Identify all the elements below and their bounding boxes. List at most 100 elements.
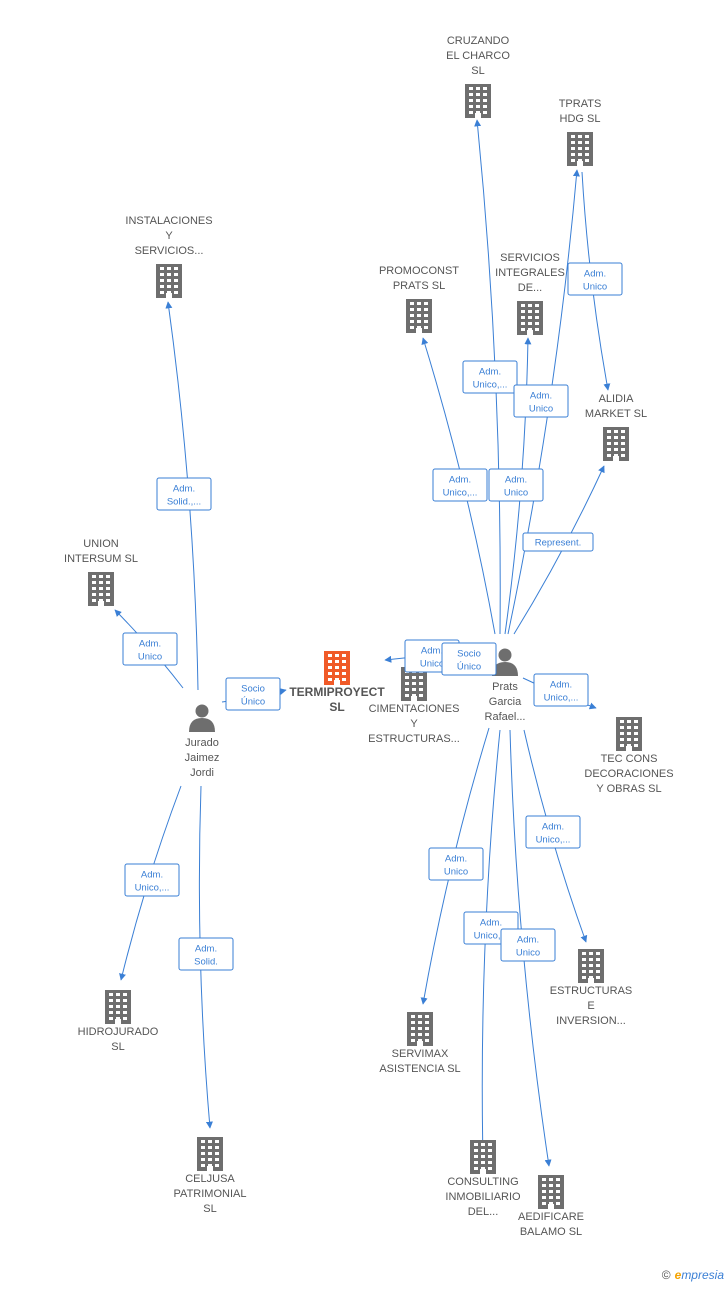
edge-label-box	[441, 642, 497, 676]
edge-label-line: Unico,...	[474, 931, 509, 942]
node-label-line: SERVIMAX	[392, 1048, 449, 1060]
node-instalaciones[interactable]: INSTALACIONESYSERVICIOS...	[125, 215, 213, 298]
edge-label-line: Unico	[516, 948, 540, 959]
edge-label-prats-servimax[interactable]: Adm.Unico	[428, 847, 484, 881]
edge-label-box	[488, 468, 544, 502]
building-icon	[465, 84, 491, 118]
building-icon	[156, 264, 182, 298]
building-icon	[517, 301, 543, 335]
edge-label-line: Unico	[529, 404, 553, 415]
edge-label-jurado-celjusa[interactable]: Adm.Solid.	[178, 937, 234, 971]
node-label-line: Jordi	[190, 767, 214, 779]
building-icon	[324, 651, 350, 685]
node-label-line: INTERSUM SL	[64, 553, 138, 565]
building-icon	[406, 299, 432, 333]
edge-label-prats-tec[interactable]: Adm.Unico,...	[533, 673, 589, 707]
node-servicios[interactable]: SERVICIOS INTEGRALES DE...	[495, 252, 565, 335]
edge-label-line: Único	[457, 662, 481, 673]
brand-logo-text: mpresia	[681, 1268, 724, 1282]
edge-label-line: Adm.	[480, 918, 502, 929]
node-union[interactable]: UNION INTERSUM SL	[64, 538, 138, 606]
edge-label-prats-aedificare[interactable]: Adm.Unico	[500, 928, 556, 962]
node-label-line: SL	[111, 1041, 124, 1053]
node-label-line: SERVICIOS	[500, 252, 560, 264]
edge-label-box	[178, 937, 234, 971]
node-label-line: INMOBILIARIO	[445, 1191, 521, 1203]
building-icon	[197, 1137, 223, 1171]
edge-label-line: Unico,...	[135, 883, 170, 894]
edge-label-line: Unico	[504, 488, 528, 499]
node-label-line: DEL...	[468, 1206, 499, 1218]
node-label-line: SERVICIOS...	[135, 245, 204, 257]
edge-label-prats-estructuras[interactable]: Adm.Unico,...	[525, 815, 581, 849]
node-prats[interactable]: PratsGarciaRafael...	[485, 648, 526, 724]
node-consulting[interactable]: CONSULTINGINMOBILIARIODEL...	[445, 1140, 521, 1218]
edge-label-jurado-instalaciones[interactable]: Adm.Solid.,...	[156, 477, 212, 511]
edge-label-box	[513, 384, 569, 418]
node-cimentaciones[interactable]: CIMENTACIONESYESTRUCTURAS...	[368, 667, 460, 745]
edge-label-prats-promoconst[interactable]: Adm. Unico,...	[432, 468, 488, 502]
node-label-line: EL CHARCO	[446, 50, 510, 62]
edge-label-box	[432, 468, 488, 502]
edge-labels-layer: SocioÚnicoAdm.Solid.,...Adm.UnicoAdm.Uni…	[122, 262, 623, 971]
node-label-line: CIMENTACIONES	[369, 703, 460, 715]
node-label-line: DE...	[518, 282, 542, 294]
node-label-line: ESTRUCTURAS...	[368, 733, 460, 745]
edge-label-prats-tprats[interactable]: Adm.Unico	[513, 384, 569, 418]
edge-label-jurado-union[interactable]: Adm.Unico	[122, 632, 178, 666]
node-label-line: INTEGRALES	[495, 267, 565, 279]
edge-label-box	[428, 847, 484, 881]
node-label-line: PATRIMONIAL	[174, 1188, 247, 1200]
node-label-line: SL	[203, 1203, 216, 1215]
edge-label-box	[567, 262, 623, 296]
node-label-line: INSTALACIONES	[125, 215, 212, 227]
node-label-line: DECORACIONES	[584, 768, 673, 780]
edge-label-line: Solid.	[194, 957, 218, 968]
node-label-line: Jurado	[185, 737, 219, 749]
edge-label-line: Adm.	[421, 646, 443, 657]
edge-label-line: Unico	[583, 282, 607, 293]
node-label-line: TPRATS	[559, 98, 602, 110]
node-label-line: PROMOCONST	[379, 265, 459, 277]
node-estructuras[interactable]: ESTRUCTURASEINVERSION...	[550, 949, 633, 1027]
edge-label-tprats-alidia[interactable]: Adm. Unico	[567, 262, 623, 296]
edge-label-line: Adm.	[505, 475, 527, 486]
edge-label-line: Unico,...	[473, 380, 508, 391]
node-label-line: UNION	[83, 538, 119, 550]
edge-label-line: Adm.	[479, 367, 501, 378]
edge-label-prats-alidia[interactable]: Represent.	[522, 532, 594, 552]
edge-label-line: Adm.	[550, 680, 572, 691]
building-icon	[603, 427, 629, 461]
edge-label-box	[533, 673, 589, 707]
node-label-line: INVERSION...	[556, 1015, 626, 1027]
building-icon	[88, 572, 114, 606]
edge-label-prats-cruzando[interactable]: Adm. Unico,...	[462, 360, 518, 394]
edge-label-prats-servicios[interactable]: Adm. Unico	[488, 468, 544, 502]
edge-label-jurado-hidrojurado[interactable]: Adm. Unico,...	[124, 863, 180, 897]
edge-label-line: Adm.	[449, 475, 471, 486]
edge-label-box	[462, 360, 518, 394]
edge-label-line: Adm.	[584, 269, 606, 280]
edge-label-line: Socio	[457, 649, 481, 660]
building-icon	[567, 132, 593, 166]
node-label-line: AEDIFICARE	[518, 1211, 584, 1223]
edge-label-line: Adm.	[141, 870, 163, 881]
edge-label-line: Unico,...	[443, 488, 478, 499]
edge-label-line: Represent.	[535, 538, 581, 549]
node-label-line: TEC CONS	[601, 753, 658, 765]
edge-label-line: Unico	[444, 867, 468, 878]
